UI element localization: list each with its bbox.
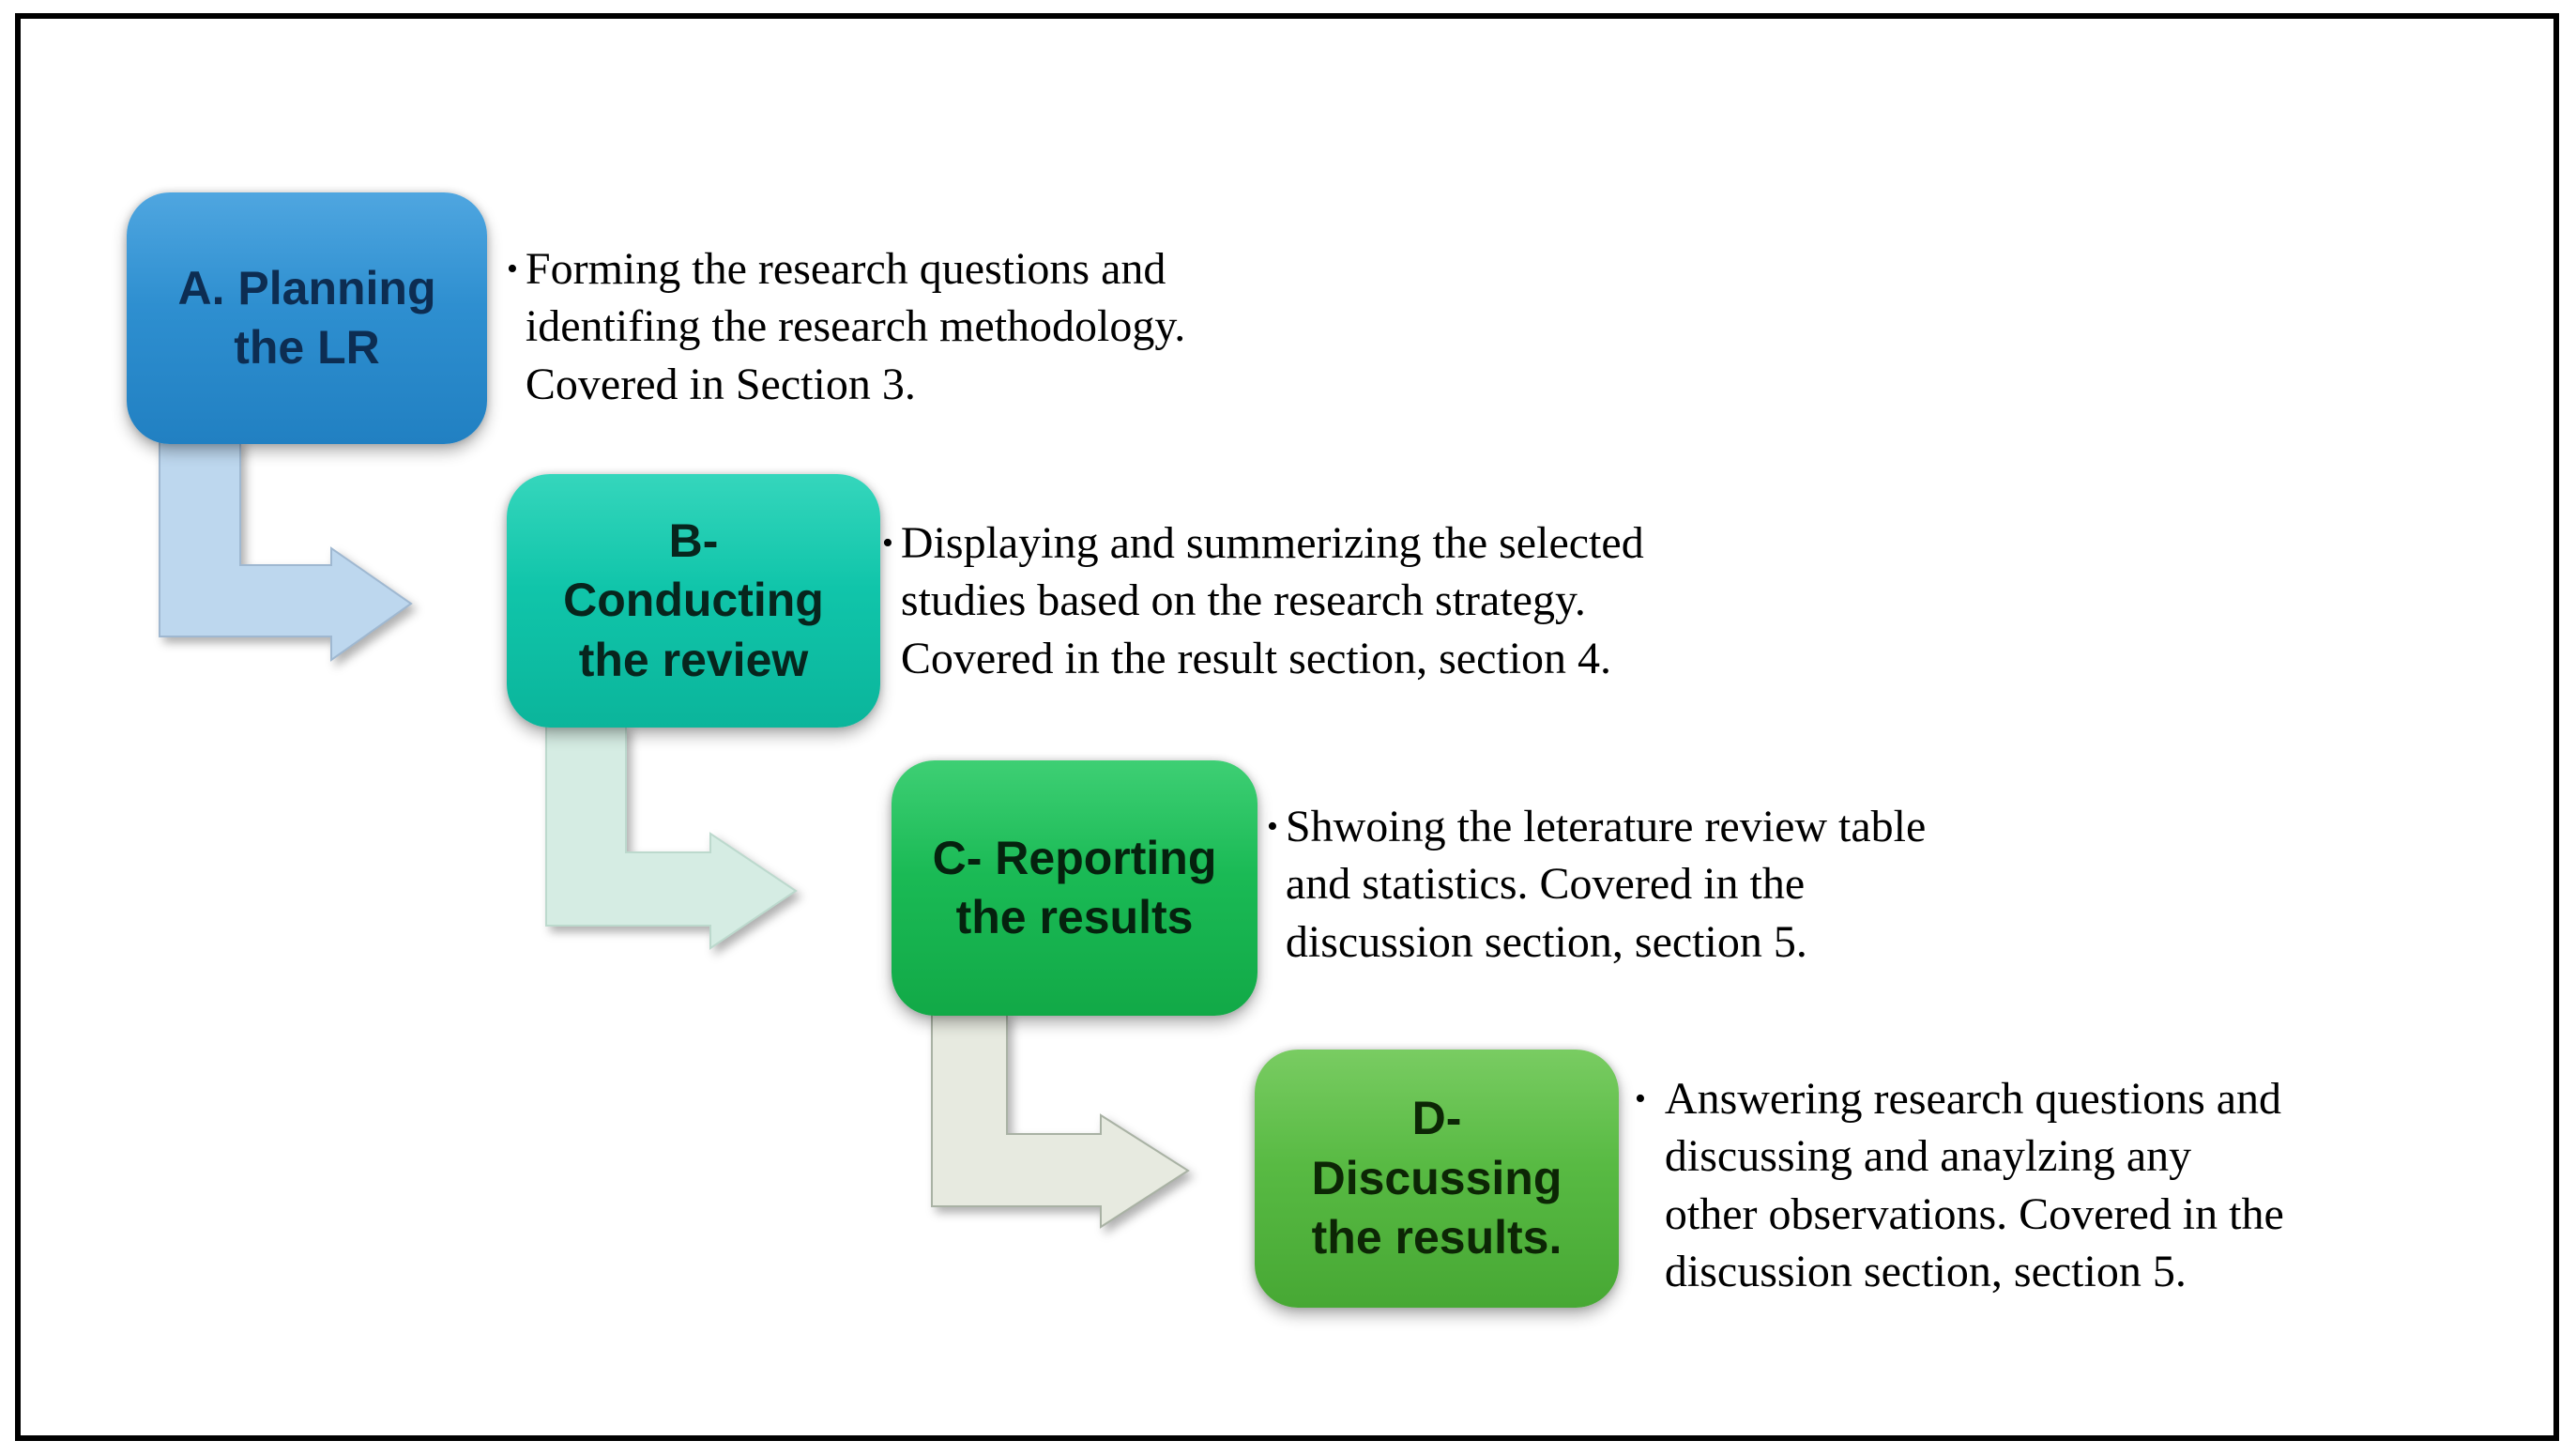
elbow-arrow-a-to-b [159,438,413,662]
bullet-icon: • [507,252,518,286]
step-box-reporting: C- Reporting the results [892,760,1258,1016]
step-description-text: Displaying and summerizing the selected … [900,518,1644,683]
step-description-discussing: • Answering research questions and discu… [1635,1070,2554,1301]
step-description-reporting: • Shwoing the leterature review table an… [1267,798,2215,971]
step-box-planning: A. Planning the LR [127,192,487,444]
step-description-conducting: • Displaying and summerizing the selecte… [882,514,1830,687]
step-description-planning: • Forming the research questions and ide… [507,240,1370,413]
step-box-conducting: B- Conducting the review [507,474,880,728]
bullet-icon: • [1267,809,1278,844]
step-description-text: Answering research questions and discuss… [1664,1074,2284,1297]
step-description-text: Forming the research questions and ident… [525,244,1186,409]
figure-border [15,13,2559,1441]
step-description-text: Shwoing the leterature review table and … [1285,802,1927,967]
elbow-arrow-c-to-d [931,1011,1190,1229]
bullet-icon: • [1635,1081,1646,1116]
step-box-discussing: D- Discussing the results. [1255,1050,1619,1308]
elbow-arrow-b-to-c [545,724,798,950]
bullet-icon: • [882,526,893,560]
